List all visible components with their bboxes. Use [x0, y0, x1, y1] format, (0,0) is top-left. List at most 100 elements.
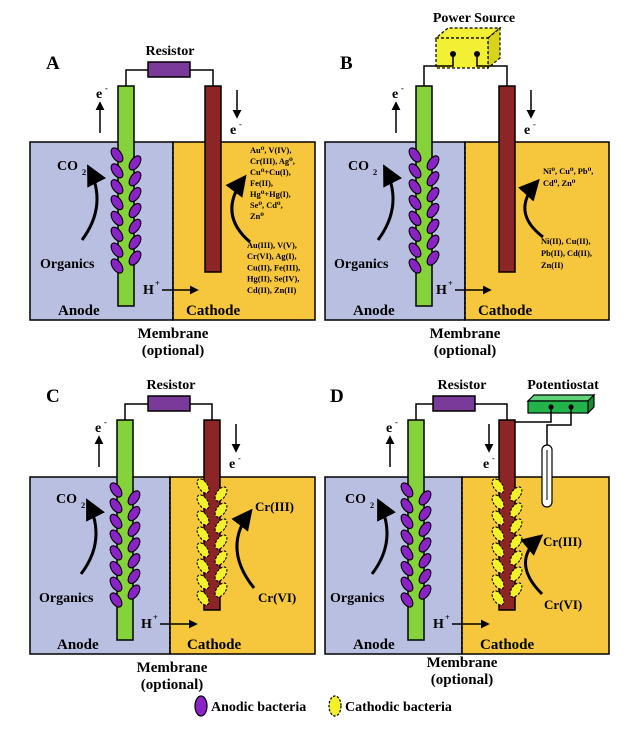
metal-species-line: Ni(II), Cu(II), — [541, 237, 591, 246]
cathodic-bacterium — [214, 534, 228, 550]
metal-species-line: Ni⁰, Cu⁰, Pb⁰, — [543, 167, 593, 176]
power-source — [434, 26, 502, 70]
electron-superscript: - — [492, 454, 495, 463]
anodic-bacterium — [400, 498, 414, 514]
anodic-bacterium — [426, 250, 440, 266]
membrane-label: Membrane — [427, 655, 498, 671]
cathodic-bacterium — [491, 590, 505, 606]
anodic-bacterium — [426, 171, 440, 187]
membrane-optional-label: (optional) — [431, 672, 494, 688]
potentiostat-box — [526, 394, 596, 402]
anode-label: Anode — [58, 303, 100, 319]
cathodic-bacterium — [196, 590, 210, 606]
anodic-bacteria-group — [110, 147, 142, 274]
oxidation-arrow — [370, 498, 396, 575]
membrane-label: Membrane — [430, 326, 501, 342]
cathodic-bacterium — [214, 518, 228, 534]
anodic-bacterium — [109, 498, 123, 514]
cathodic-bacterium — [509, 486, 523, 502]
external-wire — [475, 403, 508, 420]
co2-subscript: 2 — [82, 168, 86, 177]
legend: Anodic bacteria Cathodic bacteria — [194, 695, 452, 717]
cathodic-bacterium — [491, 526, 505, 542]
cathode-electrode — [498, 85, 516, 273]
co2-label: CO — [348, 159, 369, 174]
co2-subscript: 2 — [373, 168, 377, 177]
cathode-reactants-list: Au(III), V(V),Cr(VI), Ag(I),Cu(II), Fe(I… — [247, 241, 300, 295]
metal-species-line: Hg⁰+Hg(I), — [250, 190, 291, 199]
oxidation-arrow — [80, 164, 107, 241]
electron-label: e — [96, 87, 102, 102]
organics-label: Organics — [330, 591, 385, 606]
electron-label: e — [229, 457, 235, 472]
anodic-bacterium — [109, 576, 123, 592]
proton-superscript: + — [155, 279, 160, 288]
anodic-bacterium — [109, 513, 123, 530]
anodic-bacterium — [418, 568, 432, 585]
metal-species-line: Cr(III), Ag⁰, — [250, 157, 295, 166]
anodic-bacterium — [408, 226, 422, 242]
panel-letter: C — [46, 386, 60, 407]
resistor — [147, 61, 191, 78]
electron-superscript: - — [401, 84, 404, 93]
power-source-box — [435, 37, 489, 69]
anodic-bacterium — [109, 529, 123, 545]
metal-species-line: Cu⁰+Cu(I), — [250, 168, 291, 177]
metal-species-line: Fe(II), — [250, 179, 273, 188]
electron-label: e — [386, 421, 392, 436]
potentiostat — [526, 393, 596, 415]
anodic-bacterium — [418, 521, 432, 537]
anodic-bacterium — [400, 513, 414, 530]
cathodic-bacterium — [196, 574, 210, 590]
cathodic-bacterium — [214, 486, 228, 502]
anodic-bacteria-group — [400, 482, 432, 608]
anodic-bacterium — [408, 194, 422, 211]
oxidation-arrow — [79, 498, 105, 575]
co2-label: CO — [57, 159, 78, 174]
anodic-bacterium — [127, 505, 141, 522]
metal-species-line: Cr(VI), Ag(I), — [247, 252, 297, 261]
external-wire — [415, 403, 433, 420]
cathodic-bacteria-swatch — [328, 695, 342, 717]
membrane-label: Membrane — [138, 326, 209, 342]
cathodic-bacterium — [491, 478, 505, 494]
metal-species-line: Zn⁰ — [250, 212, 264, 221]
anodic-bacterium — [400, 592, 414, 608]
panel-letter: D — [330, 386, 344, 407]
cathode-products-list: Ni⁰, Cu⁰, Pb⁰,Cd⁰, Zn⁰ — [543, 167, 593, 188]
reference-electrode — [541, 444, 553, 508]
anodic-bacterium — [110, 147, 124, 163]
electron-label: e — [392, 87, 398, 102]
reduction-arrow — [517, 178, 544, 239]
legend-cathodic-label: Cathodic bacteria — [345, 700, 452, 715]
reduction-arrow — [231, 508, 256, 589]
external-wire — [476, 54, 508, 86]
anodic-bacterium — [400, 560, 414, 577]
organics-label: Organics — [39, 591, 94, 606]
anodic-bacterium — [109, 545, 123, 561]
reduction-arrow — [225, 174, 251, 244]
anodic-bacterium — [400, 576, 414, 592]
cathode-products-list: Au⁰, V(IV),Cr(III), Ag⁰,Cu⁰+Cu(I),Fe(II)… — [250, 146, 295, 221]
anodic-bacteria-group — [408, 147, 440, 274]
resistor-label: Resistor — [146, 44, 195, 59]
cathodic-bacterium — [491, 542, 505, 558]
external-wire — [190, 403, 213, 420]
co2-subscript: 2 — [81, 501, 85, 510]
electron-superscript: - — [239, 120, 242, 129]
cathodic-bacteria-group — [196, 478, 228, 606]
resistor-label: Resistor — [438, 378, 487, 393]
panel-b: Power Source B e - e - CO 2 Organics H +… — [324, 11, 610, 359]
anodic-bacterium — [128, 250, 142, 266]
panel-letter: A — [46, 53, 60, 74]
resistor — [147, 395, 191, 412]
cathodic-bacterium — [196, 478, 210, 494]
potentiostat-label: Potentiostat — [527, 378, 599, 393]
anodic-bacterium — [408, 179, 422, 195]
anodic-bacterium — [110, 258, 124, 274]
anodic-bacterium — [128, 218, 142, 234]
proton-superscript: + — [445, 613, 450, 622]
anodic-bacterium — [426, 202, 440, 219]
electron-superscript: - — [105, 84, 108, 93]
cathodic-bacterium — [491, 558, 505, 574]
